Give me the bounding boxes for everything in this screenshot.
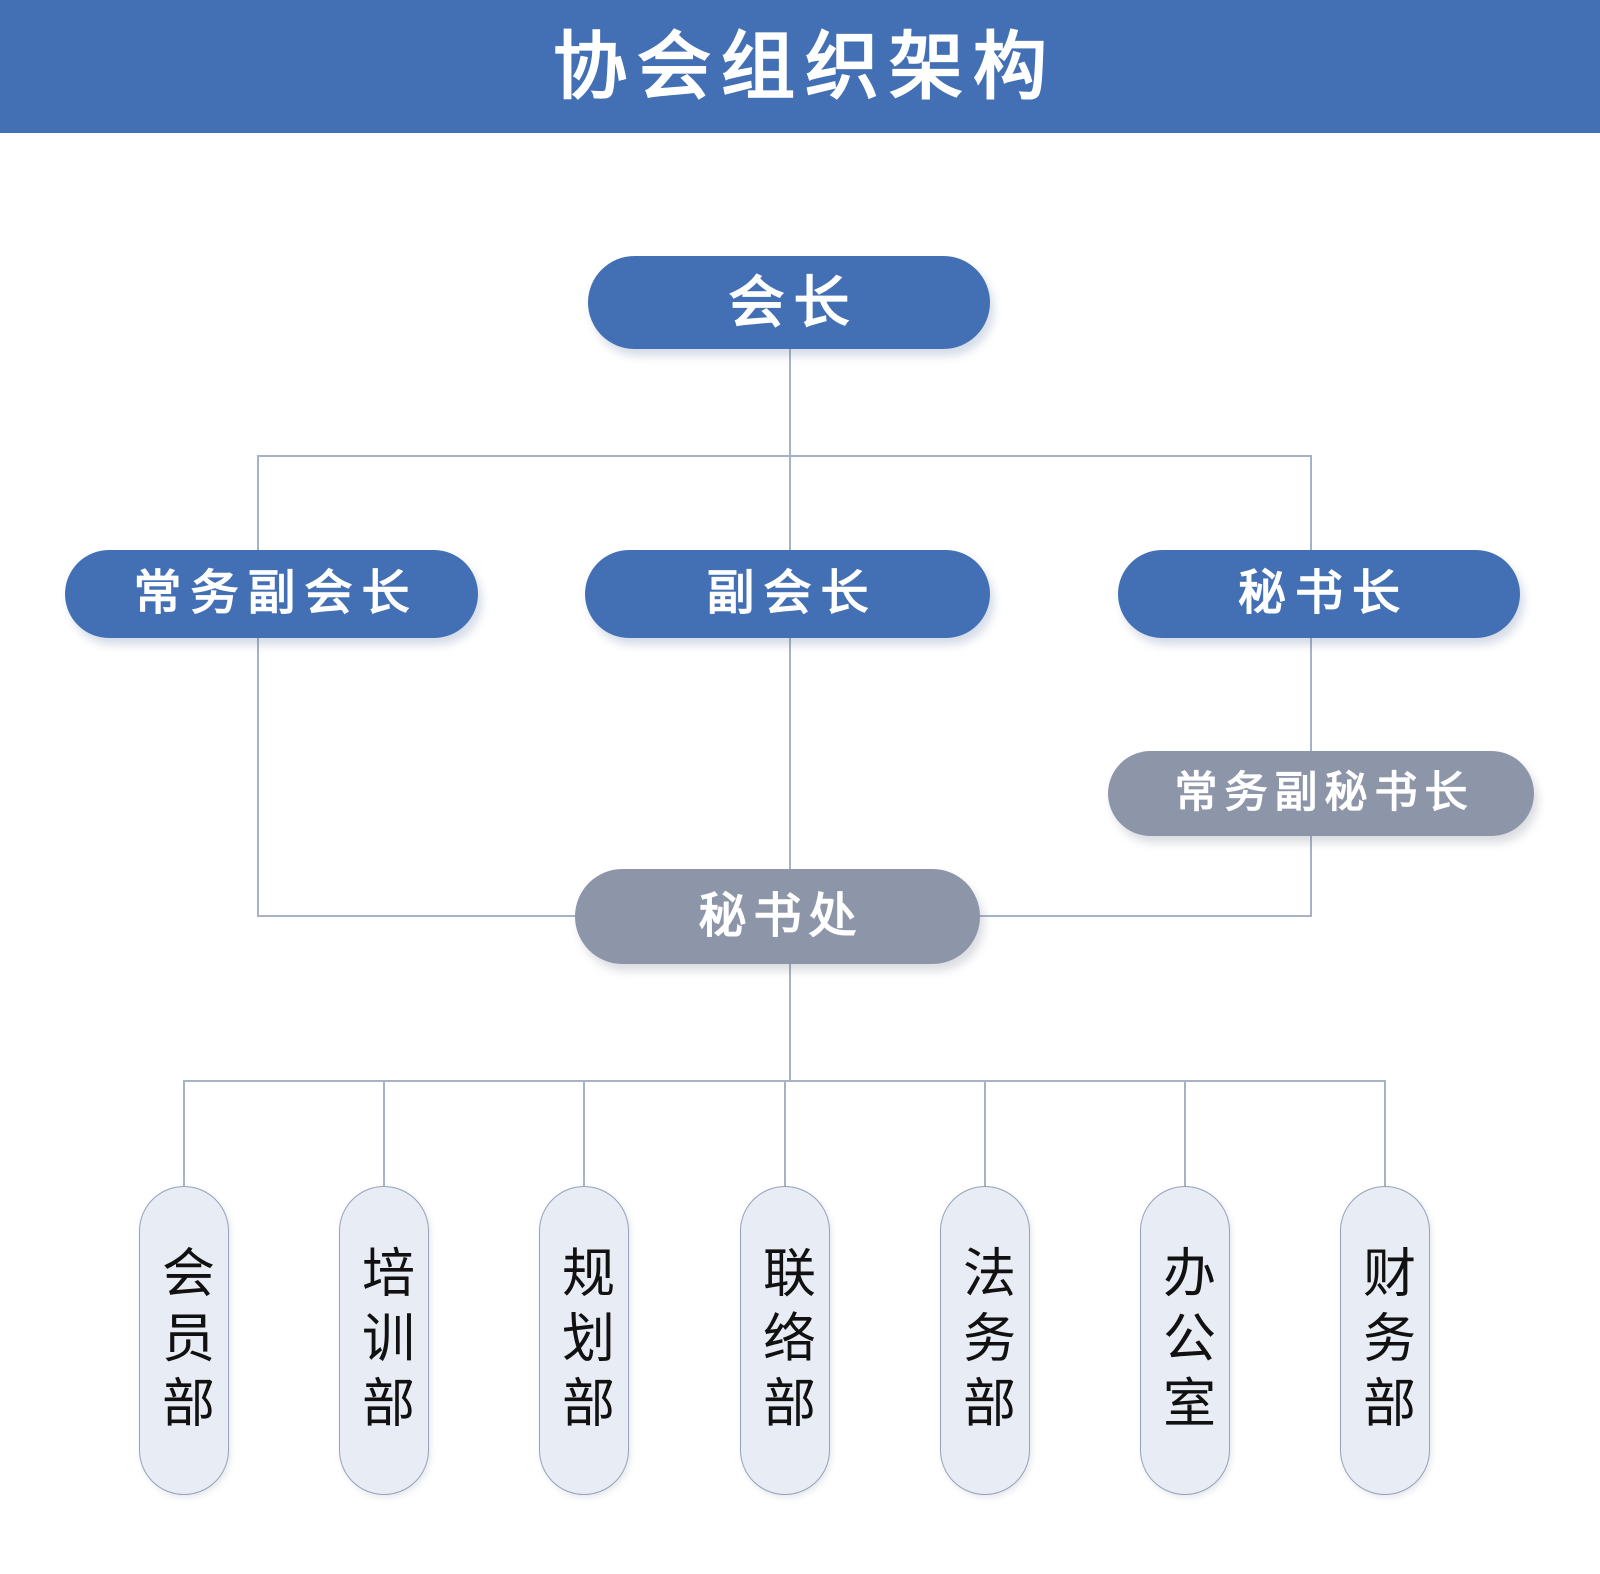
node-vice-president[interactable]: 副会长 [585, 550, 990, 638]
connector-drop-dept-member [183, 1080, 185, 1190]
connector-president-stem [789, 348, 791, 456]
node-dept-training-label: 培训部 [354, 1245, 414, 1440]
node-dept-member-label: 会员部 [154, 1245, 214, 1440]
connector-vice-president-to-secretariat [789, 636, 791, 871]
node-dept-office[interactable]: 办公室 [1140, 1186, 1230, 1495]
node-dept-liaison-label: 联络部 [755, 1245, 815, 1440]
node-dept-liaison[interactable]: 联络部 [740, 1186, 830, 1495]
node-dept-legal-label: 法务部 [955, 1245, 1015, 1440]
node-dept-legal[interactable]: 法务部 [940, 1186, 1030, 1495]
connector-elbow-right-to-secretariat [975, 915, 1312, 917]
connector-level2-bar [258, 455, 1312, 457]
connector-elbow-left-to-secretariat [257, 915, 597, 917]
connector-drop-secretary-general [1310, 455, 1312, 551]
connector-drop-dept-legal [984, 1080, 986, 1190]
connector-drop-vice-president [789, 455, 791, 551]
connector-drop-dept-liaison [784, 1080, 786, 1190]
node-vice-president-label: 副会长 [706, 567, 878, 620]
connector-drop-dept-finance [1384, 1080, 1386, 1190]
node-dept-planning[interactable]: 规划部 [539, 1186, 629, 1495]
connector-drop-exec-vice-president [257, 455, 259, 551]
node-secretary-general[interactable]: 秘书长 [1118, 550, 1520, 638]
node-secretariat[interactable]: 秘书处 [575, 869, 980, 964]
node-dept-member[interactable]: 会员部 [139, 1186, 229, 1495]
connector-drop-dept-planning [583, 1080, 585, 1190]
connector-exec-vice-president-to-secretariat [257, 636, 259, 917]
connector-departments-bar [183, 1080, 1385, 1082]
node-exec-deputy-secretary-general-label: 常务副秘书长 [1174, 769, 1475, 817]
node-dept-office-label: 办公室 [1155, 1245, 1215, 1440]
node-dept-planning-label: 规划部 [554, 1245, 614, 1440]
node-dept-finance[interactable]: 财务部 [1340, 1186, 1430, 1495]
node-exec-vice-president-label: 常务副会长 [133, 567, 419, 620]
node-president-label: 会长 [728, 270, 859, 334]
page-title: 协会组织架构 [553, 24, 1057, 108]
node-secretariat-label: 秘书处 [698, 889, 864, 943]
node-exec-deputy-secretary-general[interactable]: 常务副秘书长 [1108, 751, 1534, 836]
node-dept-finance-label: 财务部 [1355, 1245, 1415, 1440]
connector-secretariat-stem [789, 963, 791, 1081]
node-secretary-general-label: 秘书长 [1237, 567, 1409, 620]
connector-drop-dept-office [1184, 1080, 1186, 1190]
connector-drop-dept-training [383, 1080, 385, 1190]
node-president[interactable]: 会长 [588, 256, 990, 349]
node-dept-training[interactable]: 培训部 [339, 1186, 429, 1495]
node-exec-vice-president[interactable]: 常务副会长 [65, 550, 478, 638]
header-band: 协会组织架构 [0, 0, 1600, 133]
